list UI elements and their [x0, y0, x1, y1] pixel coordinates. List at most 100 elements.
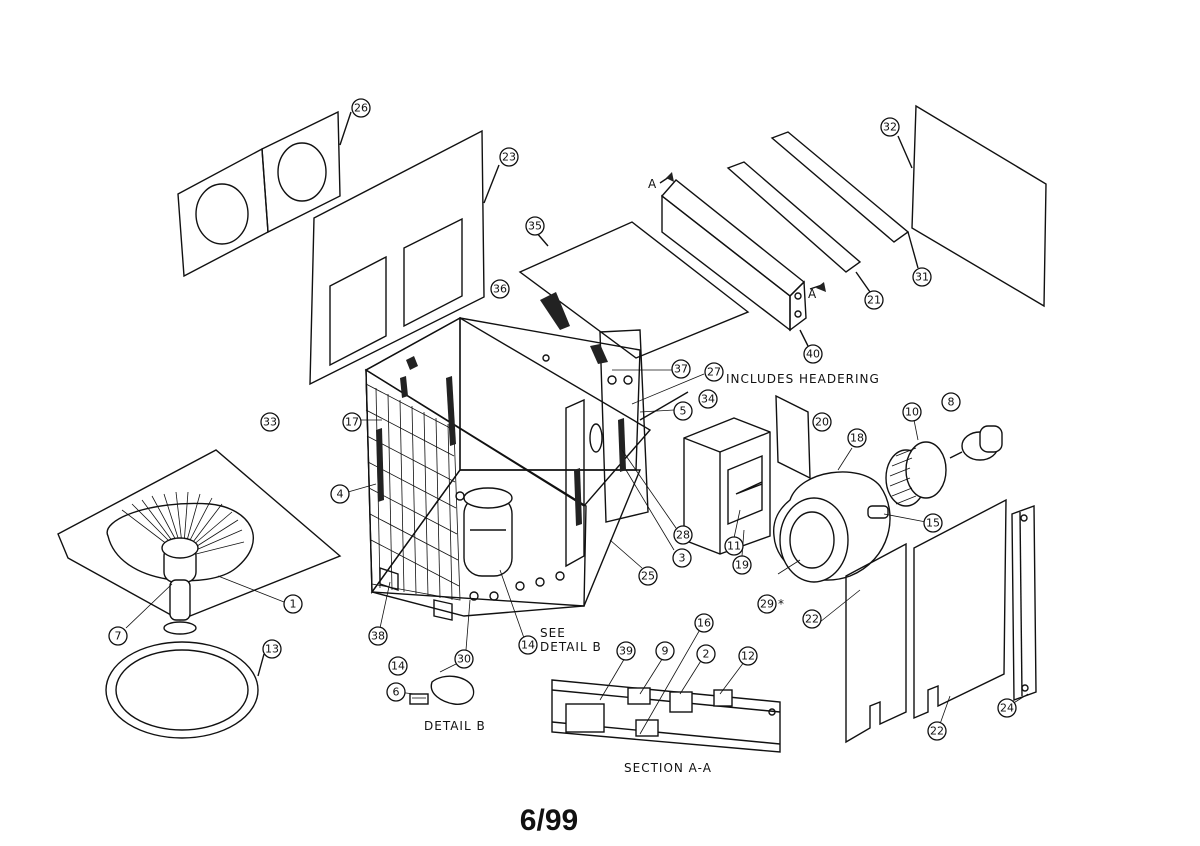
svg-text:38: 38: [371, 630, 385, 643]
callout-35: 35: [525, 216, 545, 236]
callout-40: 40: [803, 344, 823, 364]
svg-text:12: 12: [741, 650, 755, 663]
svg-text:6: 6: [393, 686, 400, 699]
label-includes-headering: INCLUDES HEADERING: [726, 372, 880, 386]
label-section-a-left: A: [648, 177, 657, 191]
callout-25: 25: [638, 566, 658, 586]
section-aa: [551, 679, 781, 753]
svg-text:20: 20: [815, 416, 829, 429]
part-side-panels: [845, 498, 1007, 744]
svg-text:3: 3: [679, 552, 686, 565]
label-section-aa: SECTION A-A: [624, 761, 712, 775]
svg-text:39: 39: [619, 645, 633, 658]
callout-18: 18: [847, 428, 867, 448]
part-panel-two-windows: [309, 129, 500, 386]
callout-34: 34: [698, 389, 718, 409]
callout-33: 33: [260, 412, 280, 432]
footer-code: 6/99: [520, 804, 578, 837]
svg-text:16: 16: [697, 617, 711, 630]
svg-text:19: 19: [735, 559, 749, 572]
part-top-panel-two-holes: [177, 110, 352, 278]
callout-8: 8: [941, 392, 961, 412]
detail-b: [409, 675, 475, 705]
callout-15: 15: [923, 513, 943, 533]
part-blower-assembly: [773, 471, 891, 583]
callout-30: 30: [454, 649, 474, 669]
part-drain-pan: [105, 641, 265, 739]
svg-text:27: 27: [707, 366, 721, 379]
callout-6: 6: [386, 682, 406, 702]
svg-text:13: 13: [265, 643, 279, 656]
svg-text:4: 4: [337, 488, 344, 501]
callout-2: 2: [696, 644, 716, 664]
callout-24: 24: [997, 698, 1017, 718]
svg-text:22: 22: [930, 725, 944, 738]
svg-text:5: 5: [680, 405, 687, 418]
callout-17: 17: [342, 412, 362, 432]
svg-text:2: 2: [703, 648, 710, 661]
svg-text:36: 36: [493, 283, 507, 296]
svg-text:1: 1: [290, 598, 297, 611]
svg-text:30: 30: [457, 653, 471, 666]
svg-text:10: 10: [905, 406, 919, 419]
callout-10: 10: [902, 402, 922, 422]
callout-14-detail: 14: [388, 656, 408, 676]
callout-5: 5: [673, 401, 693, 421]
svg-text:7: 7: [115, 630, 122, 643]
part-blower-motor: [949, 425, 1003, 461]
svg-text:17: 17: [345, 416, 359, 429]
part-control-bracket: [683, 417, 771, 555]
svg-text:29: 29: [760, 598, 774, 611]
part-top-cover: [518, 221, 750, 359]
label-see: SEE: [540, 626, 566, 640]
svg-text:32: 32: [883, 121, 897, 134]
callout-22: 22: [802, 609, 822, 629]
label-detail-b-ref: DETAIL B: [540, 640, 602, 654]
callout-9: 9: [655, 641, 675, 661]
svg-text:24: 24: [1000, 702, 1014, 715]
callout-31: 31: [912, 267, 932, 287]
callout-38: 38: [368, 626, 388, 646]
svg-text:26: 26: [354, 102, 368, 115]
svg-text:33: 33: [263, 416, 277, 429]
callout-3: 3: [672, 548, 692, 568]
svg-text:40: 40: [806, 348, 820, 361]
svg-text:18: 18: [850, 432, 864, 445]
svg-text:8: 8: [948, 396, 955, 409]
part-vertical-rail: [1011, 505, 1037, 701]
callout-37: 37: [671, 359, 691, 379]
part-small-plate: [775, 394, 811, 480]
callout-12: 12: [738, 646, 758, 666]
svg-text:28: 28: [676, 529, 690, 542]
callout-11: 11: [724, 536, 744, 556]
callout-23: 23: [499, 147, 519, 167]
svg-text:37: 37: [674, 363, 688, 376]
callout-1: 1: [283, 594, 303, 614]
svg-text:23: 23: [502, 151, 516, 164]
part-fan-panel: [57, 449, 342, 635]
callout-22-b: 22: [927, 721, 947, 741]
svg-text:25: 25: [641, 570, 655, 583]
label-detail-b: DETAIL B: [424, 719, 486, 733]
callout-29: 29: [757, 594, 777, 614]
part-duct-pieces: [659, 131, 919, 347]
svg-text:21: 21: [867, 294, 881, 307]
callout-32: 32: [880, 117, 900, 137]
callout-20: 20: [812, 412, 832, 432]
svg-text:9: 9: [662, 645, 669, 658]
part-blower-wheel: [885, 441, 947, 507]
callout-16: 16: [694, 613, 714, 633]
label-asterisk: *: [778, 597, 785, 611]
callout-27: 27: [704, 362, 724, 382]
callout-4: 4: [330, 484, 350, 504]
svg-text:34: 34: [701, 393, 715, 406]
svg-text:35: 35: [528, 220, 542, 233]
callout-7: 7: [108, 626, 128, 646]
compressor: [463, 487, 513, 577]
callout-39: 39: [616, 641, 636, 661]
svg-text:14: 14: [521, 639, 535, 652]
callout-21: 21: [864, 290, 884, 310]
part-rear-panel: [897, 104, 1047, 308]
callout-36: 36: [490, 279, 510, 299]
svg-text:22: 22: [805, 613, 819, 626]
